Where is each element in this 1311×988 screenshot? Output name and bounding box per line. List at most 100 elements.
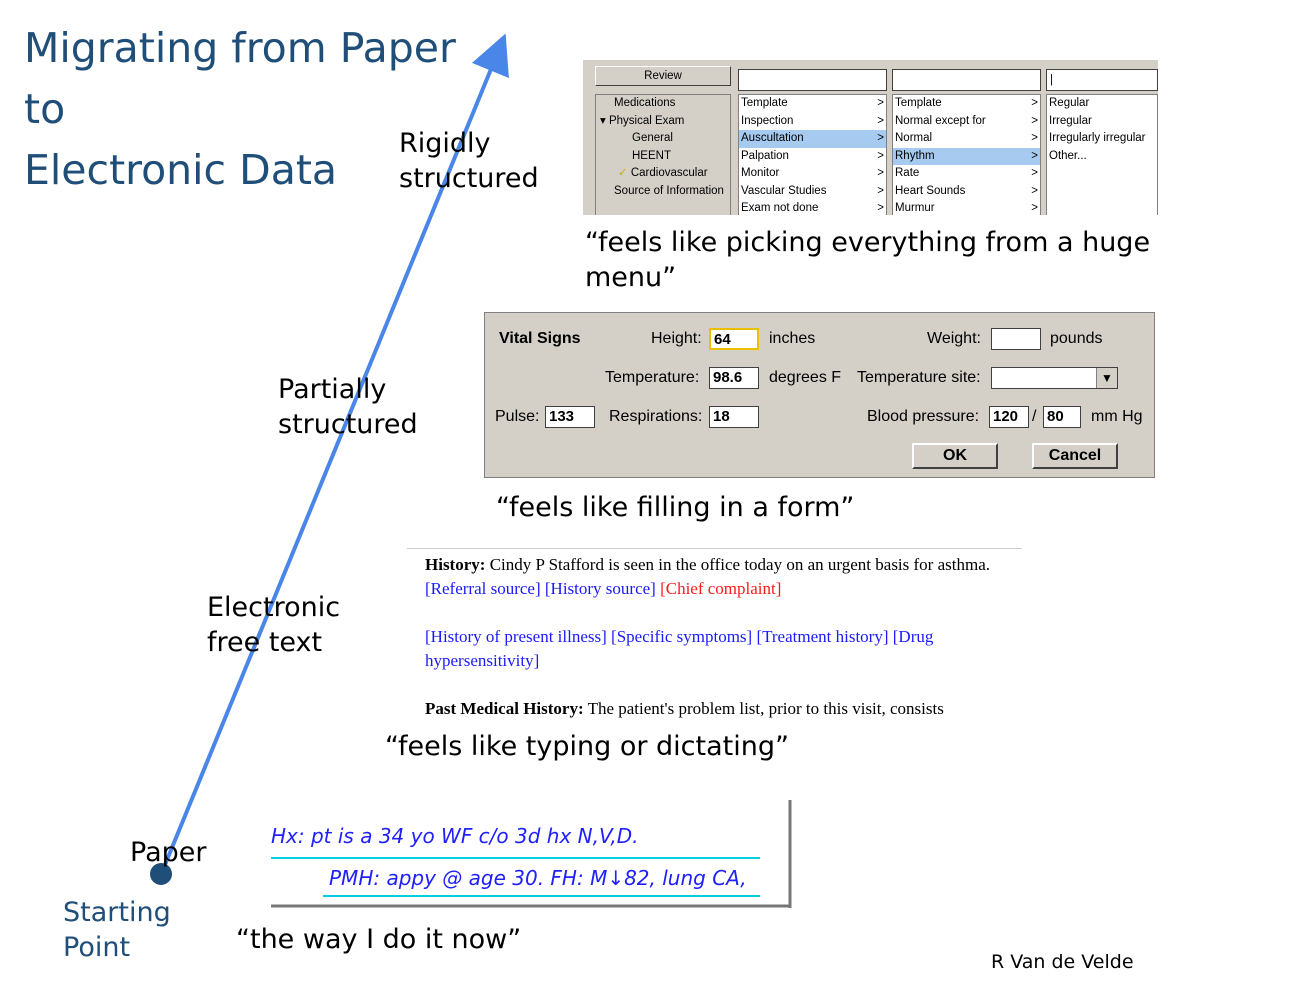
menu-col3-item[interactable]: Irregularly irregular: [1047, 130, 1157, 148]
tree-item-source[interactable]: Source of Information: [614, 184, 724, 197]
treatment-history-field[interactable]: [Treatment history]: [756, 627, 889, 646]
menu-column-1: Template>Inspection>Auscultation>Palpati…: [738, 94, 887, 215]
chevron-right-icon: >: [1031, 167, 1038, 179]
menu-col1-item[interactable]: Monitor >: [739, 165, 886, 183]
respirations-field[interactable]: 18: [709, 406, 759, 428]
chevron-right-icon: >: [877, 167, 884, 179]
check-icon: ✓: [618, 167, 628, 179]
handwriting-line-2: PMH: appy @ age 30. FH: M↓82, lung CA,: [329, 866, 747, 890]
hpi-field[interactable]: [History of present illness]: [425, 627, 607, 646]
menu-col3-item[interactable]: Regular: [1047, 95, 1157, 113]
chevron-right-icon: >: [877, 149, 884, 162]
menu-col2-item-label: Template: [895, 97, 942, 109]
menu-col3-item[interactable]: Irregular: [1047, 113, 1157, 131]
height-unit: inches: [769, 330, 816, 347]
menu-col1-item-label: Monitor: [741, 167, 780, 179]
chevron-right-icon: >: [877, 184, 884, 197]
hpi-paragraph: [History of present illness] [Specific s…: [407, 601, 1022, 673]
menu-col3-item-label: Regular: [1049, 97, 1090, 109]
menu-col2-item-label: Normal: [895, 132, 933, 144]
bp-systolic-field[interactable]: 120: [989, 406, 1029, 428]
bp-unit: mm Hg: [1091, 408, 1143, 425]
menu-col2-item[interactable]: Murmur >: [893, 200, 1040, 215]
menu-col2-item[interactable]: Heart Sounds >: [893, 183, 1040, 201]
chevron-down-icon[interactable]: ▼: [1096, 368, 1117, 388]
menu-col1-item-label: Inspection: [741, 114, 794, 127]
vitals-title: Vital Signs: [499, 330, 581, 347]
expand-icon: ▾: [600, 114, 609, 127]
structured-menu-panel: Review Medications ▾ Physical Exam Gener…: [583, 60, 1158, 215]
weight-label: Weight:: [927, 330, 981, 347]
pulse-field[interactable]: 133: [545, 406, 595, 428]
weight-unit: pounds: [1050, 330, 1103, 347]
menu-col1-item[interactable]: Exam not done>: [739, 200, 886, 215]
pmh-label: Past Medical History:: [425, 699, 584, 718]
chevron-right-icon: >: [1031, 149, 1038, 162]
page-title: Migrating from Paper to Electronic Data: [24, 24, 456, 194]
review-button[interactable]: Review: [595, 66, 731, 86]
paper-lines: [271, 800, 792, 908]
height-label: Height:: [651, 330, 702, 347]
menu-col1-item[interactable]: Inspection >: [739, 113, 886, 131]
menu-col2-item-label: Heart Sounds: [895, 184, 966, 197]
starting-point-label: Starting Point: [63, 897, 171, 963]
menu-col2-item[interactable]: Rate >: [893, 165, 1040, 183]
ok-button[interactable]: OK: [912, 443, 998, 469]
menu-col2-item[interactable]: Template >: [893, 95, 1040, 113]
vital-signs-dialog: Vital Signs Height: 64 inches Weight: po…: [484, 312, 1155, 478]
temperature-site-select[interactable]: ▼: [991, 367, 1118, 389]
chevron-right-icon: >: [1031, 97, 1038, 109]
history-label: History:: [425, 555, 486, 574]
chevron-right-icon: >: [877, 202, 884, 214]
stage-free-label: Electronic free text: [207, 592, 341, 658]
tree-item-heent[interactable]: HEENT: [632, 149, 671, 162]
menu-col2-item[interactable]: Normal except for>: [893, 113, 1040, 131]
stage-rigid-label: Rigidly structured: [399, 128, 539, 194]
menu-col1-item-label: Auscultation: [741, 132, 804, 144]
symptoms-field[interactable]: [Specific symptoms]: [611, 627, 753, 646]
bp-diastolic-field[interactable]: 80: [1043, 406, 1081, 428]
history-source-field[interactable]: [History source]: [544, 579, 656, 598]
menu-col1-item[interactable]: Palpation>: [739, 148, 886, 166]
chief-complaint-field[interactable]: [Chief complaint]: [660, 579, 782, 598]
weight-field[interactable]: [991, 328, 1041, 350]
temperature-label: Temperature:: [605, 369, 700, 386]
drug-hypersensitivity-field[interactable]: [Drug hypersensitivity]: [425, 627, 934, 670]
menu-col1-input[interactable]: [738, 69, 887, 91]
menu-col2-item-label: Rate: [895, 167, 920, 179]
temperature-field[interactable]: 98.6: [709, 367, 759, 389]
tree-item-general[interactable]: General: [632, 132, 673, 144]
menu-col2-item-label: Rhythm: [895, 149, 935, 162]
menu-col2-item-label: Murmur: [895, 202, 935, 214]
menu-col1-item[interactable]: Template>: [739, 95, 886, 113]
menu-col2-item[interactable]: Rhythm >: [893, 147, 1040, 165]
caption-paper: “the way I do it now”: [236, 924, 522, 955]
height-field[interactable]: 64: [709, 328, 759, 350]
caption-form: “feels like filling in a form”: [496, 492, 855, 523]
stage-partial-label: Partially structured: [278, 374, 418, 440]
chevron-right-icon: >: [1031, 202, 1038, 214]
tree-item-medications[interactable]: Medications: [614, 97, 676, 109]
menu-col2-input[interactable]: [892, 69, 1041, 91]
menu-column-2: Template>Normal except for>Normal>Rhythm…: [892, 94, 1041, 215]
menu-col3-input[interactable]: |: [1046, 69, 1158, 91]
tree-item-cardiovascular[interactable]: ✓ Cardiovascular: [618, 167, 708, 179]
tree-item-physical-exam[interactable]: ▾ Physical Exam: [600, 114, 685, 127]
menu-col1-item[interactable]: Vascular Studies >: [739, 183, 886, 201]
pmh-text: The patient's problem list, prior to thi…: [583, 699, 944, 718]
referral-source-field[interactable]: [Referral source]: [425, 579, 541, 598]
menu-col3-item[interactable]: Other...: [1047, 148, 1157, 166]
start-point-dot: [150, 863, 172, 885]
author-credit: R Van de Velde: [991, 951, 1134, 973]
cancel-button[interactable]: Cancel: [1032, 443, 1118, 469]
menu-col1-item[interactable]: Auscultation>: [739, 130, 886, 148]
menu-col3-item-label: Irregularly irregular: [1049, 132, 1146, 144]
menu-col2-item-label: Normal except for: [895, 114, 986, 127]
blood-pressure-label: Blood pressure:: [867, 408, 980, 425]
menu-col1-item-label: Vascular Studies: [741, 184, 827, 197]
chevron-right-icon: >: [877, 114, 884, 127]
chevron-right-icon: >: [1031, 184, 1038, 197]
menu-col2-item[interactable]: Normal>: [893, 130, 1040, 148]
